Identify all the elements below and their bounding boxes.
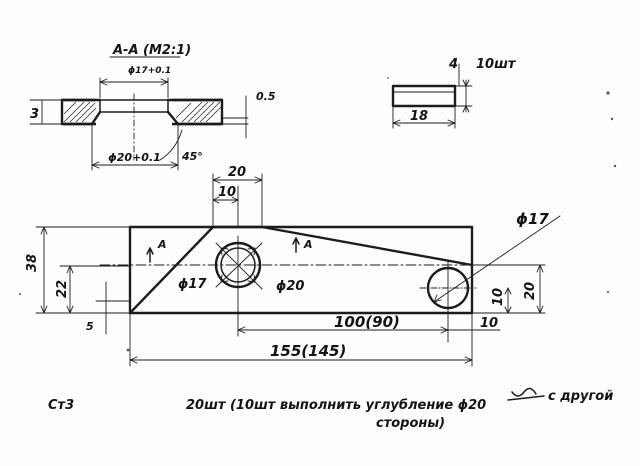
section-angle: 45° <box>181 150 203 163</box>
scribble-strike-icon <box>507 387 545 401</box>
dim-bottom-10: 10 <box>480 316 498 331</box>
main-part-view: 20 10 38 22 5 A A <box>25 165 561 367</box>
dim-right-20: 20 <box>523 282 538 300</box>
small-part-qty: 10шт <box>476 57 517 72</box>
dim-155: 155(145) <box>270 342 346 360</box>
section-dim-bottom: ϕ20+0.1 <box>108 151 161 164</box>
section-view-a-a: A-A (M2:1) ϕ17+0.1 3 <box>29 43 276 171</box>
dim-100: 100(90) <box>334 313 400 331</box>
note-line-1-end: с другой <box>548 389 613 404</box>
small-part-view: 4 10шт 18 <box>391 57 517 129</box>
section-chamfer-dim: 0.5 <box>256 90 276 103</box>
section-depth-dim: 3 <box>30 107 39 122</box>
notes: Ст3 20шт (10шт выполнить углубление ϕ20 … <box>48 387 613 431</box>
section-title: A-A (M2:1) <box>112 43 191 58</box>
note-line-1: 20шт (10шт выполнить углубление ϕ20 <box>186 398 486 413</box>
scan-specks <box>19 77 617 352</box>
section-dim-top: ϕ17+0.1 <box>128 66 171 76</box>
section-mark-left: A <box>157 238 167 251</box>
dim-height-total: 38 <box>25 254 40 272</box>
hole-right-label: ϕ17 <box>516 210 549 228</box>
section-hatch-right <box>175 101 222 123</box>
small-part-width: 18 <box>410 109 428 124</box>
note-material: Ст3 <box>48 398 74 413</box>
hole-left-small-label: ϕ17 <box>178 277 207 292</box>
section-hatch-left <box>63 101 97 123</box>
dim-right-10: 10 <box>491 288 506 306</box>
small-part-thickness: 4 <box>448 57 458 72</box>
dim-height-a: 22 <box>55 280 70 298</box>
dim-boss-inner: 10 <box>218 185 236 200</box>
dim-height-b: 5 <box>86 320 94 333</box>
note-line-2: стороны) <box>376 416 445 431</box>
hole-left-large-label: ϕ20 <box>276 279 304 294</box>
section-mark-right: A <box>303 238 313 251</box>
dim-boss-width: 20 <box>228 165 246 180</box>
